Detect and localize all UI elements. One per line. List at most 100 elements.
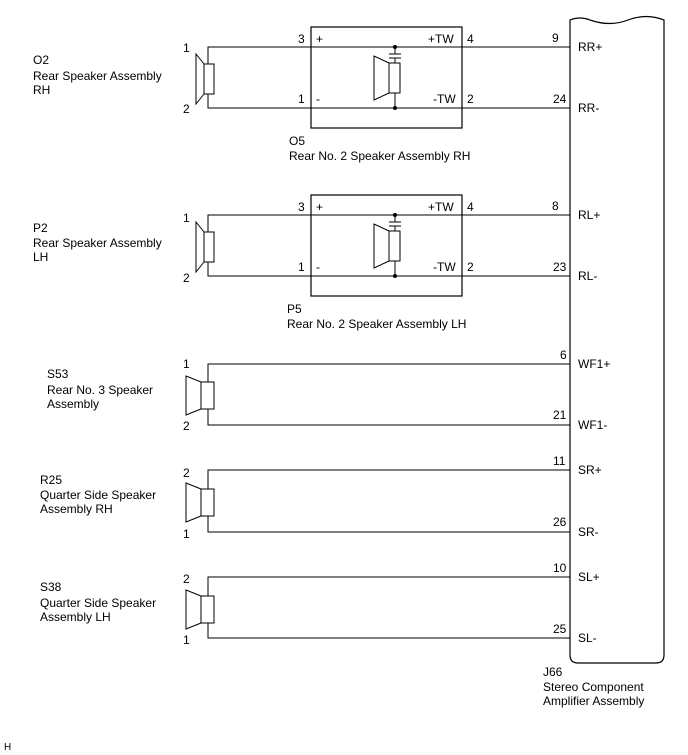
tweeter-p5-minus-tw: -TW xyxy=(433,260,456,274)
tweeter-o5-name: Rear No. 2 Speaker Assembly RH xyxy=(289,149,470,163)
speaker-group-quarter-lh: S38 Quarter Side Speaker Assembly LH 2 1… xyxy=(40,561,600,647)
amp-term-wf1-plus: WF1+ xyxy=(578,357,610,371)
tweeter-o5-pin-out-plus: 4 xyxy=(467,32,474,46)
tweeter-p5-box xyxy=(310,194,463,297)
tweeter-o5-minus-symbol: - xyxy=(316,92,320,106)
speaker-p2-code: P2 xyxy=(33,221,48,235)
speaker-s53-name-line1: Rear No. 3 Speaker xyxy=(47,383,153,397)
amp-term-wf1-minus: WF1- xyxy=(578,418,607,432)
amplifier-name-line2: Amplifier Assembly xyxy=(543,694,644,708)
speaker-group-rear-rh: O2 Rear Speaker Assembly RH 1 2 3 + 1 - … xyxy=(33,26,602,163)
tweeter-o5-in-minus-pin: 1 xyxy=(298,92,305,106)
wire-r25-bottom xyxy=(207,516,570,533)
amp-term-sl-plus: SL+ xyxy=(578,570,600,584)
tweeter-p5-code: P5 xyxy=(287,302,302,316)
amp-term-rr-plus: RR+ xyxy=(578,40,602,54)
tweeter-p5-plus-tw: +TW xyxy=(428,200,454,214)
amplifier-assembly: J66 Stereo Component Amplifier Assembly xyxy=(543,15,665,708)
amp-term-rl-plus: RL+ xyxy=(578,208,600,222)
amplifier-code: J66 xyxy=(543,665,563,679)
speaker-s53 xyxy=(185,375,215,416)
speaker-o2 xyxy=(195,52,215,106)
speaker-r25-code: R25 xyxy=(40,473,62,487)
speaker-icon xyxy=(185,375,215,416)
wire-s53-top xyxy=(207,363,570,382)
amplifier-outline xyxy=(569,15,665,664)
wire-s53-bottom xyxy=(207,409,570,426)
speaker-s38-pin-a: 2 xyxy=(183,572,190,586)
speaker-s38 xyxy=(185,589,215,630)
tweeter-o5-plus-symbol: + xyxy=(316,32,323,46)
amp-term-sr-plus: SR+ xyxy=(578,463,602,477)
amp-pin-26: 26 xyxy=(553,515,567,529)
speaker-s53-pin-b: 2 xyxy=(183,419,190,433)
tweeter-icon xyxy=(373,223,401,269)
speaker-o2-pin-a: 1 xyxy=(183,41,190,55)
amp-term-rl-minus: RL- xyxy=(578,269,597,283)
speaker-o2-name-line1: Rear Speaker Assembly xyxy=(33,69,162,83)
speaker-p2-name-line1: Rear Speaker Assembly xyxy=(33,236,162,250)
tweeter-p5-pin-out-plus: 4 xyxy=(467,200,474,214)
amp-pin-25: 25 xyxy=(553,622,567,636)
wire-s38-top xyxy=(207,576,570,596)
amp-pin-8: 8 xyxy=(552,199,559,213)
speaker-o2-pin-b: 2 xyxy=(183,102,190,116)
speaker-group-rear-no3: S53 Rear No. 3 Speaker Assembly 1 2 6 WF… xyxy=(47,348,610,433)
speaker-p2-pin-b: 2 xyxy=(183,271,190,285)
tweeter-o5-box xyxy=(310,26,463,129)
wire-p2-top xyxy=(207,214,570,232)
speaker-p2-name-line2: LH xyxy=(33,250,48,264)
amp-pin-23: 23 xyxy=(553,260,567,274)
tweeter-o5-in-plus-pin: 3 xyxy=(298,32,305,46)
amp-pin-6: 6 xyxy=(560,348,567,362)
tweeter-o5-pin-out-minus: 2 xyxy=(467,92,474,106)
amp-term-rr-minus: RR- xyxy=(578,101,599,115)
tweeter-o5-minus-tw: -TW xyxy=(433,92,456,106)
speaker-group-quarter-rh: R25 Quarter Side Speaker Assembly RH 2 1… xyxy=(40,454,602,541)
amp-pin-9: 9 xyxy=(552,31,559,45)
tweeter-p5-in-minus-pin: 1 xyxy=(298,260,305,274)
tweeter-o5-plus-tw: +TW xyxy=(428,32,454,46)
speaker-s53-name-line2: Assembly xyxy=(47,397,99,411)
wire-p2-bottom xyxy=(207,262,570,277)
speaker-s38-pin-b: 1 xyxy=(183,633,190,647)
amp-pin-10: 10 xyxy=(553,561,567,575)
wire-r25-top xyxy=(207,469,570,489)
speaker-p2 xyxy=(195,220,215,274)
tweeter-o5-internal xyxy=(389,47,401,108)
speaker-icon xyxy=(185,482,215,523)
tweeter-p5-plus-symbol: + xyxy=(316,200,323,214)
tweeter-p5-minus-symbol: - xyxy=(316,260,320,274)
speaker-group-rear-lh: P2 Rear Speaker Assembly LH 1 2 3 + 1 - … xyxy=(33,194,600,331)
amp-term-sl-minus: SL- xyxy=(578,631,597,645)
speaker-r25-name-line2: Assembly RH xyxy=(40,502,113,516)
speaker-p2-pin-a: 1 xyxy=(183,211,190,225)
amp-pin-24: 24 xyxy=(553,92,567,106)
speaker-icon xyxy=(195,52,215,106)
speaker-s53-code: S53 xyxy=(47,367,69,381)
tweeter-p5-pin-out-minus: 2 xyxy=(467,260,474,274)
amp-term-sr-minus: SR- xyxy=(578,525,599,539)
wire-o2-bottom xyxy=(207,94,570,109)
speaker-icon xyxy=(185,589,215,630)
speaker-r25-pin-b: 1 xyxy=(183,527,190,541)
speaker-o2-name-line2: RH xyxy=(33,83,50,97)
tweeter-icon xyxy=(373,55,401,101)
speaker-s38-code: S38 xyxy=(40,580,62,594)
speaker-r25-name-line1: Quarter Side Speaker xyxy=(40,488,156,502)
figure-id: H xyxy=(4,742,11,753)
speaker-icon xyxy=(195,220,215,274)
speaker-s38-name-line1: Quarter Side Speaker xyxy=(40,596,156,610)
speaker-o2-code: O2 xyxy=(33,53,49,67)
speaker-r25 xyxy=(185,482,215,523)
speaker-s53-pin-a: 1 xyxy=(183,357,190,371)
tweeter-p5-name: Rear No. 2 Speaker Assembly LH xyxy=(287,317,466,331)
tweeter-p5-in-plus-pin: 3 xyxy=(298,200,305,214)
speaker-s38-name-line2: Assembly LH xyxy=(40,610,111,624)
tweeter-o5-code: O5 xyxy=(289,134,305,148)
amp-pin-21: 21 xyxy=(553,408,567,422)
amplifier-name-line1: Stereo Component xyxy=(543,680,644,694)
wire-o2-top xyxy=(207,46,570,64)
amp-pin-11: 11 xyxy=(553,454,566,468)
